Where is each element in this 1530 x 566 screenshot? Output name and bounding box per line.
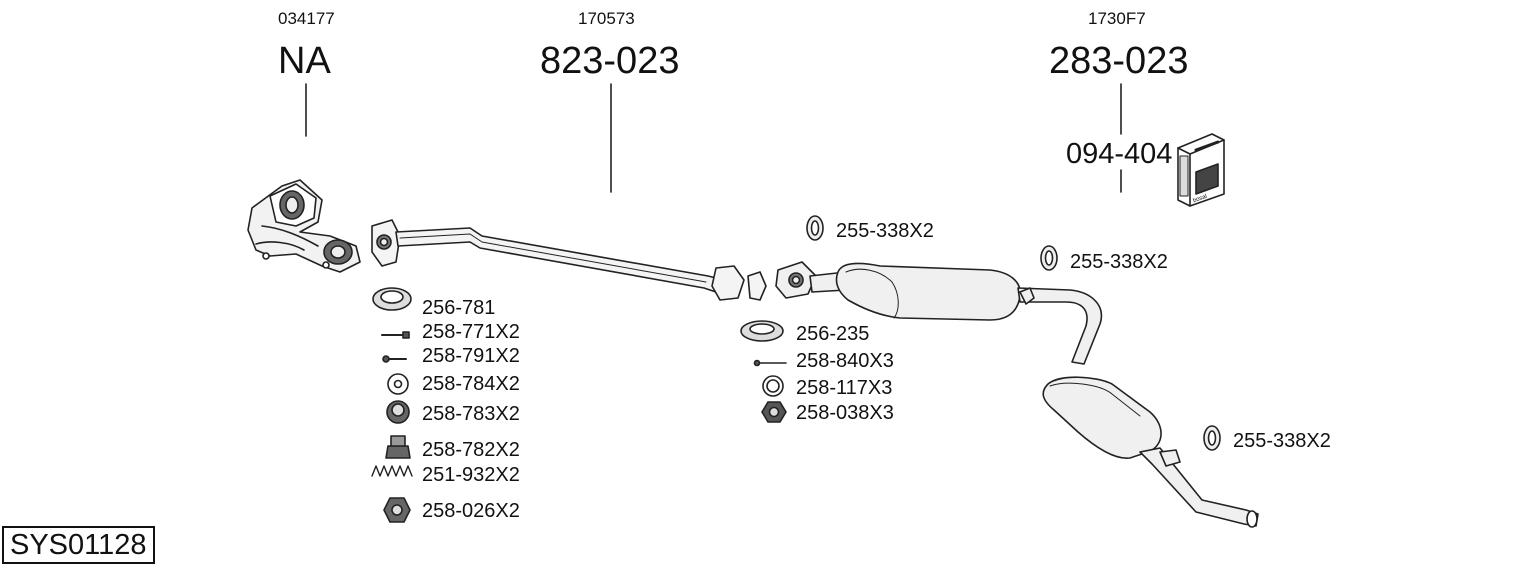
system-id-box: SYS01128 [2, 526, 155, 565]
washer-icon [387, 373, 409, 395]
hex-nut-icon [761, 401, 787, 423]
part-label-258-038[interactable]: 258-038X3 [796, 402, 894, 424]
nut-icon [386, 400, 410, 424]
part-number-na[interactable]: NA [278, 40, 331, 82]
mounting-kit-number[interactable]: 094-404 [1066, 138, 1173, 170]
part-label-258-117[interactable]: 258-117X3 [796, 377, 893, 399]
part-label-258-771[interactable]: 258-771X2 [422, 321, 520, 343]
hanger-rubber-icon [1040, 245, 1058, 271]
part-number-front-pipe[interactable]: 823-023 [540, 40, 680, 82]
hanger-label-1[interactable]: 255-338X2 [836, 220, 934, 242]
spring-icon [371, 465, 413, 477]
part-label-251-932[interactable]: 251-932X2 [422, 464, 520, 486]
front-pipe-part [371, 219, 767, 301]
part-label-256-235[interactable]: 256-235 [796, 323, 870, 345]
bolt-icon [381, 331, 410, 339]
part-label-256-781[interactable]: 256-781 [422, 297, 496, 319]
washer-icon [762, 375, 784, 397]
bolt-icon [753, 359, 787, 367]
part-label-258-782[interactable]: 258-782X2 [422, 439, 520, 461]
spring-nut-icon [385, 435, 411, 459]
gasket-icon [740, 320, 784, 342]
hex-nut-icon [383, 497, 411, 523]
silencer-system-part [775, 261, 1259, 528]
mounting-kit-box-icon [1177, 133, 1225, 207]
reference-code-1: 034177 [278, 9, 335, 28]
part-label-258-784[interactable]: 258-784X2 [422, 373, 520, 395]
bolt-icon [382, 355, 407, 363]
part-label-258-783[interactable]: 258-783X2 [422, 403, 520, 425]
gasket-icon [372, 287, 412, 311]
hanger-label-2[interactable]: 255-338X2 [1070, 251, 1168, 273]
reference-code-2: 170573 [578, 9, 635, 28]
part-label-258-026[interactable]: 258-026X2 [422, 500, 520, 522]
part-number-silencer[interactable]: 283-023 [1049, 40, 1189, 82]
part-label-258-791[interactable]: 258-791X2 [422, 345, 520, 367]
manifold-downpipe-part [247, 179, 361, 273]
hanger-rubber-icon [1203, 425, 1221, 451]
part-label-258-840[interactable]: 258-840X3 [796, 350, 894, 372]
hanger-rubber-icon [806, 215, 824, 241]
reference-code-3: 1730F7 [1088, 9, 1146, 28]
hanger-label-3[interactable]: 255-338X2 [1233, 430, 1331, 452]
